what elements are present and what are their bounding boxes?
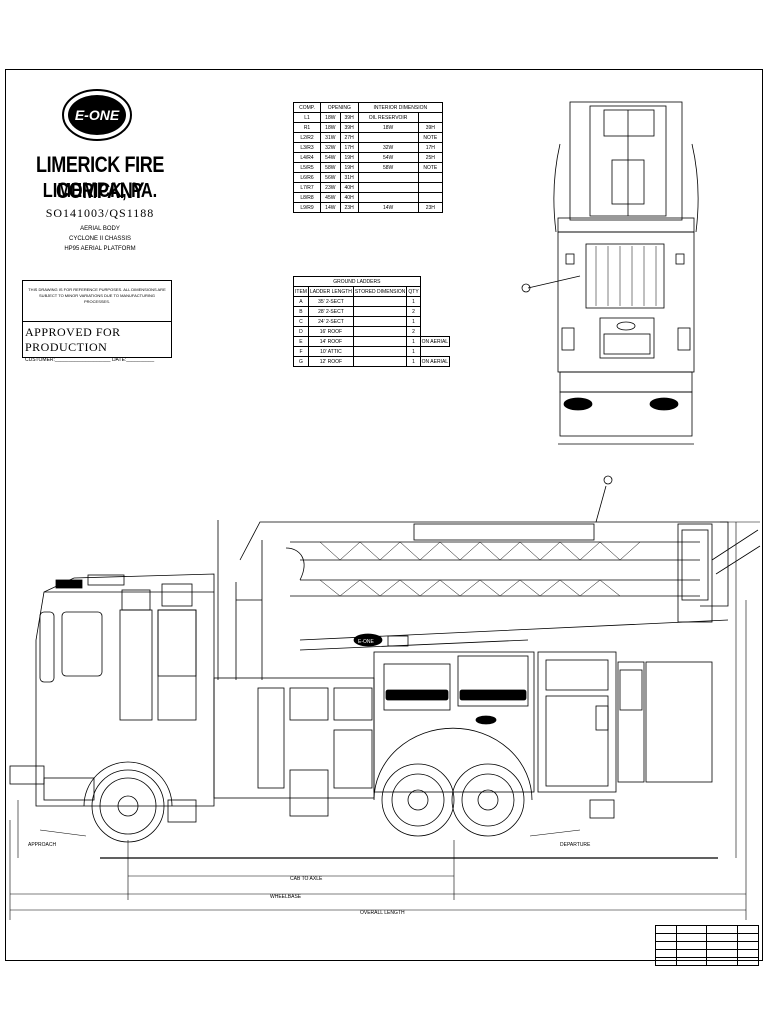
customer-label: CUSTOMER xyxy=(25,357,54,363)
approval-note: THIS DRAWING IS FOR REFERENCE PURPOSES. … xyxy=(23,281,171,322)
title-block xyxy=(655,925,759,966)
svg-text:E-ONE: E-ONE xyxy=(75,107,120,123)
approval-box: THIS DRAWING IS FOR REFERENCE PURPOSES. … xyxy=(22,280,172,363)
date-label: DATE xyxy=(111,357,125,363)
rear-view xyxy=(521,101,699,445)
city-title: LIMERICK, PA. xyxy=(42,180,158,202)
body-logo: E-ONE xyxy=(358,639,375,645)
table-note: ON AERIAL xyxy=(419,356,451,367)
drawing-sheet-border xyxy=(5,69,763,961)
job-number: SO141003/QS1188 xyxy=(45,206,155,220)
e-one-logo: E-ONE xyxy=(62,89,132,141)
spec-line: HP95 AERIAL PLATFORM xyxy=(64,246,136,252)
table-note: ON AERIAL xyxy=(419,336,451,347)
company-title: LIMERICK FIRE COMPANY xyxy=(36,152,164,203)
table-cell: L9/R9 xyxy=(292,202,322,213)
overall-length-label: OVERALL LENGTH xyxy=(360,910,405,916)
ground-ladders-table: GROUND LADDERS ITEM LADDER LENGTH STORED… xyxy=(293,276,451,367)
approach-label: APPROACH xyxy=(28,842,56,848)
spec-line: AERIAL BODY xyxy=(80,226,120,232)
cab-to-axle-label: CAB TO AXLE xyxy=(290,876,323,882)
approval-title: APPROVED FOR PRODUCTION xyxy=(25,325,121,354)
spec-line: CYCLONE II CHASSIS xyxy=(68,236,131,242)
wheelbase-label: WHEELBASE xyxy=(270,894,302,900)
table-cell: 23H xyxy=(417,202,444,213)
signature-line: CUSTOMER:____________________ DATE:_____… xyxy=(25,357,155,363)
departure-label: DEPARTURE xyxy=(560,842,591,848)
table-cell: 1 xyxy=(406,356,421,367)
side-view xyxy=(9,475,761,920)
